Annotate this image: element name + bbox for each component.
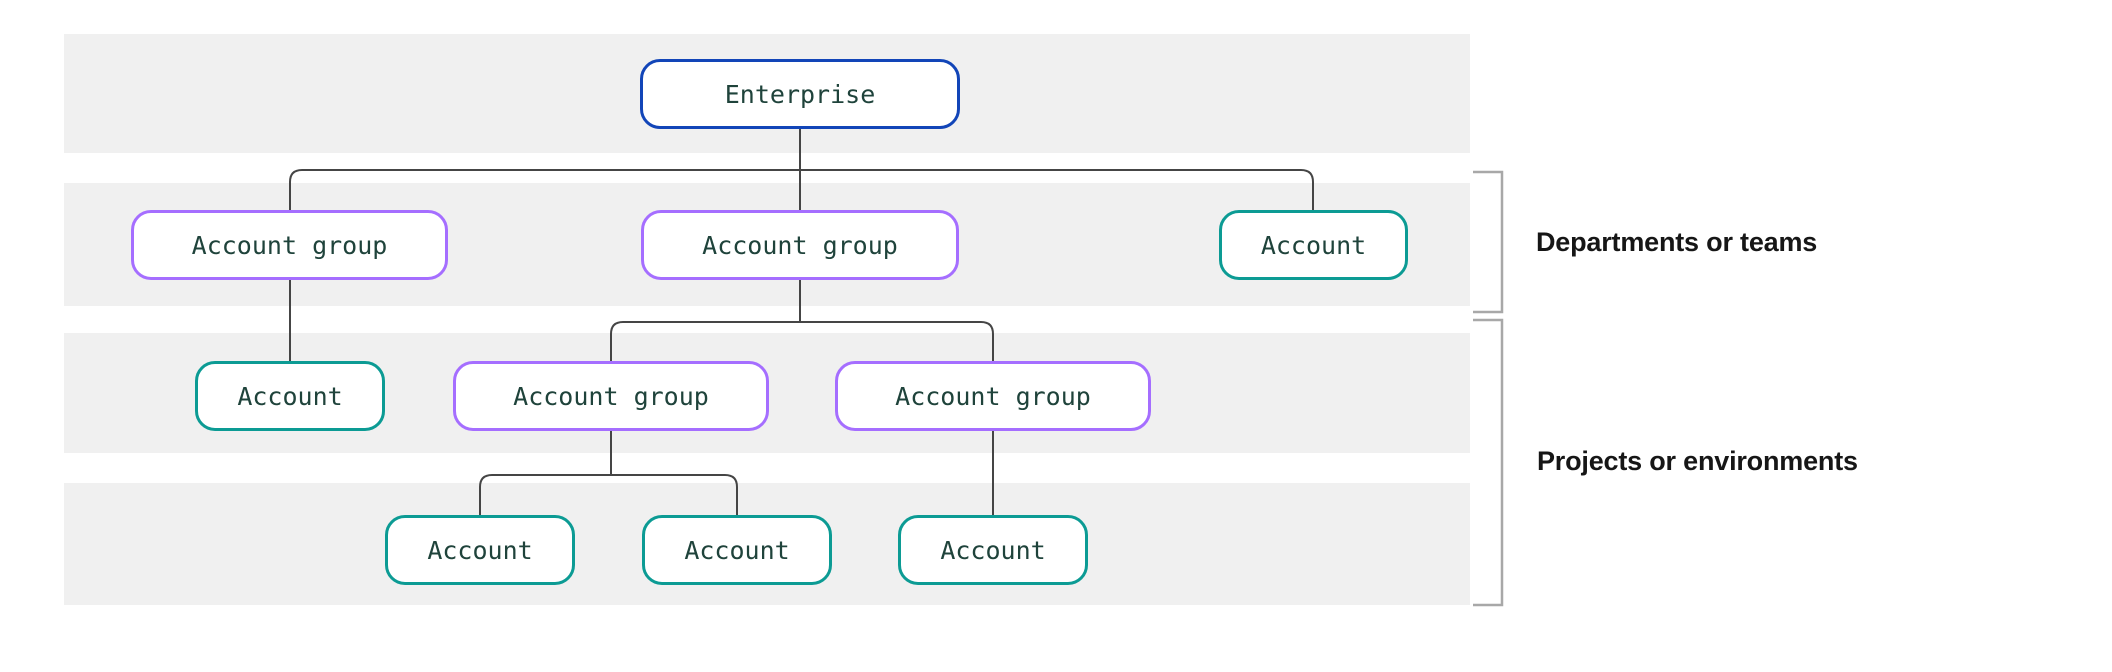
node-account-group-c: Account group: [453, 361, 769, 431]
node-account-a: Account: [1219, 210, 1408, 280]
label-projects-or-environments: Projects or environments: [1537, 446, 1858, 476]
node-account-group-b: Account group: [641, 210, 959, 280]
bracket-departments: [1473, 170, 1504, 314]
node-account-group-d: Account group: [835, 361, 1151, 431]
node-enterprise: Enterprise: [640, 59, 960, 129]
node-account-b: Account: [195, 361, 385, 431]
node-account-c: Account: [385, 515, 575, 585]
node-account-group-a: Account group: [131, 210, 448, 280]
label-departments-or-teams: Departments or teams: [1536, 227, 1818, 257]
node-account-e: Account: [898, 515, 1088, 585]
node-account-d: Account: [642, 515, 832, 585]
bracket-projects: [1473, 318, 1504, 607]
